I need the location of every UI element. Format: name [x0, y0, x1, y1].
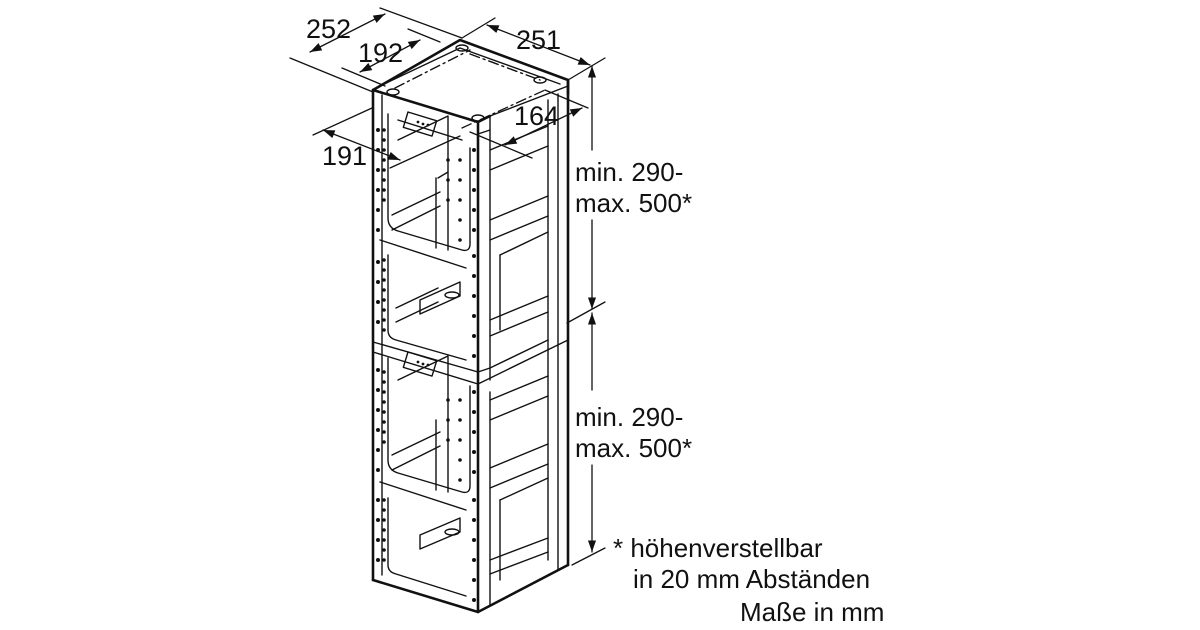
dimension-252-lines: [289, 7, 463, 93]
upper-height-label: min. 290- max. 500*: [575, 157, 692, 219]
lower-height-label: min. 290- max. 500*: [575, 402, 692, 464]
lower-height-min: min. 290-: [575, 402, 684, 432]
dimension-front-offset: 191: [322, 141, 368, 171]
lower-height-max: max. 500*: [575, 433, 693, 463]
height-dimension-lines: [566, 65, 606, 566]
dimension-192-lines: [341, 28, 441, 87]
units-note: Maße in mm: [740, 597, 885, 627]
upper-height-min: min. 290-: [575, 157, 684, 187]
upper-height-max: max. 500*: [575, 188, 693, 218]
mounting-holes: [376, 120, 476, 602]
dimension-outer-depth: 252: [306, 14, 352, 44]
dimension-inner-depth: 192: [358, 38, 404, 68]
footnote-increments: in 20 mm Abständen: [633, 564, 871, 594]
frame-outline: [371, 38, 570, 614]
footnote-adjustable: * höhenverstellbar: [613, 533, 823, 563]
dimension-outer-width: 251: [516, 25, 562, 55]
dimension-inner-width: 164: [514, 101, 560, 131]
dimension-251-lines: [461, 17, 606, 81]
frame-details: [372, 44, 569, 607]
